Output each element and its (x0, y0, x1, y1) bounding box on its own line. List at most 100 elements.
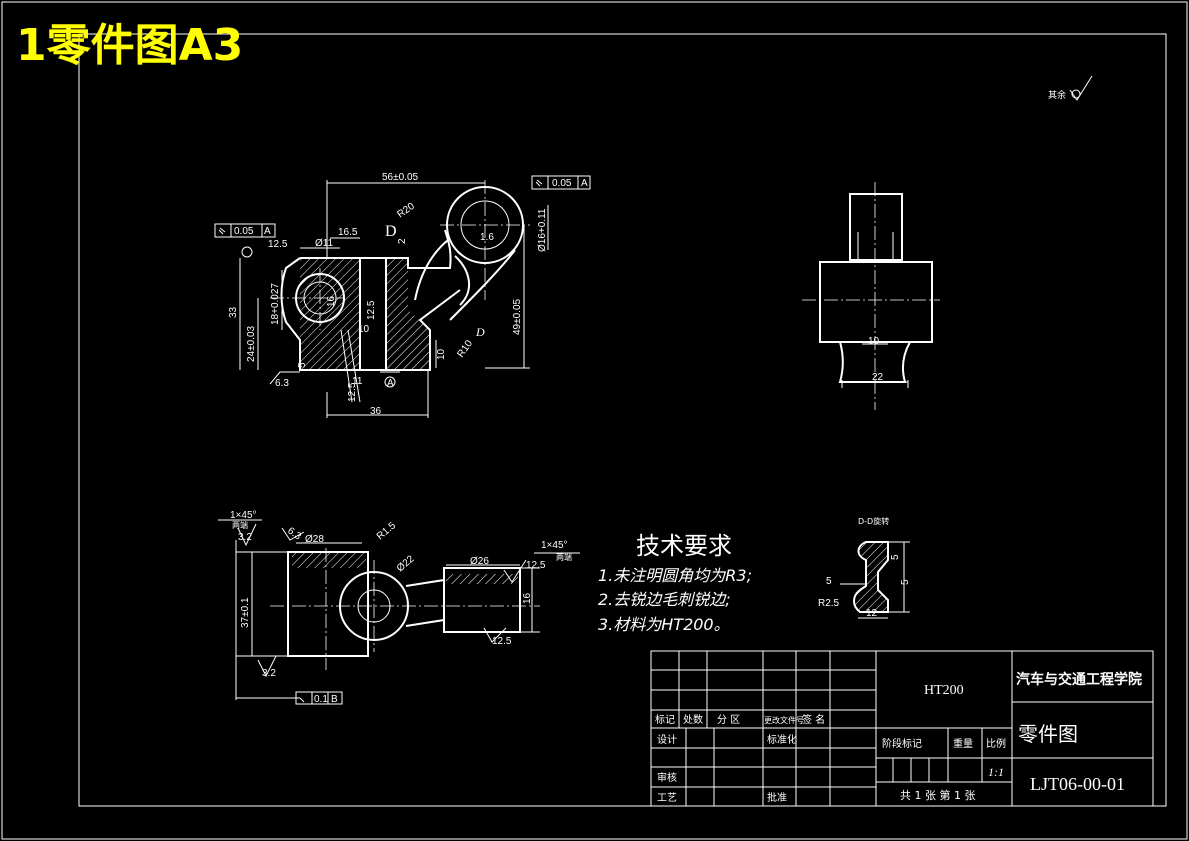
tb-drawing-no: LJT06-00-01 (1030, 774, 1125, 794)
ra-125b-top: 12.5 (492, 636, 512, 647)
tol-top-value: 0.05 (552, 178, 572, 189)
section-dim-5c: 5 (826, 576, 832, 587)
tb-h-process: 工艺 (657, 792, 677, 804)
top-dim-r15: R1.5 (375, 520, 399, 542)
dim-d11: Ø11 (315, 238, 334, 249)
roughness-63-top-icon (281, 527, 305, 541)
section-dim-5a: 5 (890, 554, 901, 560)
tb-h-stage: 阶段标记 (882, 737, 922, 750)
tb-h-design: 设计 (657, 733, 677, 746)
side-top-boss (849, 193, 903, 261)
sheet-title: 1零件图A3 (16, 20, 243, 71)
tb-sheets: 共 1 张 第 1 张 (900, 788, 975, 802)
section-dim-r25: R2.5 (818, 598, 840, 609)
roughness-note: 其余 (1048, 75, 1093, 101)
section-dd-shape (854, 542, 888, 612)
dim-24: 24±0.03 (246, 325, 257, 362)
top-right-boss (443, 567, 521, 633)
side-view: 10 22 (802, 182, 940, 410)
section-dd-label: D-D旋转 (858, 516, 889, 526)
top-dim-d26: Ø26 (470, 556, 489, 567)
ra-12-5b: 12.5 (347, 382, 358, 402)
tol-top-ref: A (581, 178, 588, 189)
tech-heading: 技术要求 (636, 532, 732, 560)
top-dim-d22: Ø22 (395, 553, 417, 574)
front-arm (414, 239, 516, 321)
top-right-hatch (446, 574, 518, 584)
ra-63: 6.3 (275, 378, 289, 389)
chamfer-right: 1×45° (541, 540, 568, 551)
top-tol-ref: B (331, 694, 338, 705)
datum-a-icon (384, 376, 396, 388)
roughness-125b-icon (483, 627, 507, 643)
ra-125-top: 12.5 (526, 560, 546, 571)
title-block: HT200 汽车与交通工程学院 零件图 LJT06-00-01 1:1 共 1 … (650, 650, 1154, 807)
side-body (819, 261, 933, 343)
chamfer-left-note: 两端 (232, 520, 248, 530)
dim-10: 10 (358, 324, 370, 335)
dim-56: 56±0.05 (382, 172, 419, 183)
tb-h-weight: 重量 (953, 737, 973, 750)
ra-63-top: 6.3 (285, 525, 303, 542)
tech-item-3: 3.材料为HT200。 (598, 615, 730, 634)
ra-32a: 3.2 (238, 532, 252, 543)
tb-h-review: 审核 (657, 771, 677, 784)
dim-11: 11 (352, 376, 363, 387)
tb-h-standard: 标准化 (767, 733, 797, 746)
dim-2: 2 (397, 238, 408, 244)
tb-school: 汽车与交通工程学院 (1016, 671, 1142, 688)
tb-scale: 1:1 (988, 765, 1004, 779)
top-tol-value: 0.1 (314, 694, 328, 705)
section-mark-d: D (385, 223, 397, 240)
tb-h-count: 处数 (683, 713, 703, 726)
roughness-63-icon (269, 371, 300, 385)
dim-16: 16 (326, 295, 337, 307)
top-view: 1×45° 两端 3.2 6.3 Ø28 R1.5 Ø22 Ø26 1×45° … (218, 510, 580, 705)
tb-h-change: 更改文件号 (764, 715, 804, 725)
dim-5: 5 (297, 362, 308, 368)
tech-item-2: 2.去锐边毛刺锐边; (598, 590, 731, 609)
side-dim-22: 22 (872, 372, 884, 383)
dim-18: 18+0.027 (270, 283, 281, 325)
dim-33: 33 (228, 306, 239, 318)
section-dim-12: 12 (866, 608, 878, 619)
parallelism-top-icon (299, 697, 305, 703)
section-mark-d2: D (475, 325, 485, 339)
roughness-32b-icon (257, 655, 277, 678)
front-rib-hatch (386, 258, 430, 370)
tb-h-approve: 批准 (767, 791, 787, 804)
tb-part-name: 零件图 (1018, 722, 1078, 746)
datum-circle-icon (241, 246, 253, 258)
tech-requirements: 技术要求 1.未注明圆角均为R3; 2.去锐边毛刺锐边; 3.材料为HT200。 (598, 532, 752, 634)
dim-36: 36 (370, 406, 382, 417)
chamfer-left: 1×45° (230, 510, 257, 521)
chamfer-right-note: 两端 (556, 552, 572, 562)
tb-h-mark: 标记 (655, 714, 675, 726)
top-left-hatch (292, 552, 366, 568)
front-body-hatch (300, 258, 360, 370)
top-dim-16: 16 (522, 592, 533, 604)
dim-49: 49±0.05 (512, 298, 523, 335)
tb-h-ratio: 比例 (986, 737, 1006, 750)
tb-h-zone: 分 区 (717, 714, 740, 726)
front-view: 56±0.05 0.05 A R20 D 16.5 0.05 A 12.5 Ø1… (214, 172, 591, 418)
tb-h-sign: 签 名 (802, 713, 825, 726)
roughness-circle-icon (1071, 89, 1081, 99)
dim-16-5: 16.5 (338, 227, 358, 238)
hole-mark: 1.6 (480, 232, 494, 243)
inner-frame (78, 33, 1167, 807)
section-dim-5b: 5 (900, 579, 911, 585)
tol-left-ref: A (264, 226, 271, 237)
tech-item-1: 1.未注明圆角均为R3; (598, 566, 752, 585)
side-dim-10: 10 (868, 336, 880, 347)
dim-r20: R20 (395, 201, 417, 221)
ra-left: 12.5 (268, 239, 288, 250)
top-dim-37: 37±0.1 (240, 597, 251, 628)
tb-material: HT200 (924, 683, 964, 698)
top-dim-d28: Ø28 (305, 534, 324, 545)
dim-12-5: 12.5 (366, 300, 377, 320)
roughness-125-icon (503, 559, 527, 583)
section-dd: D-D旋转 5 5 5 R2.5 12 (818, 516, 911, 619)
parallelism-icon (535, 179, 543, 187)
